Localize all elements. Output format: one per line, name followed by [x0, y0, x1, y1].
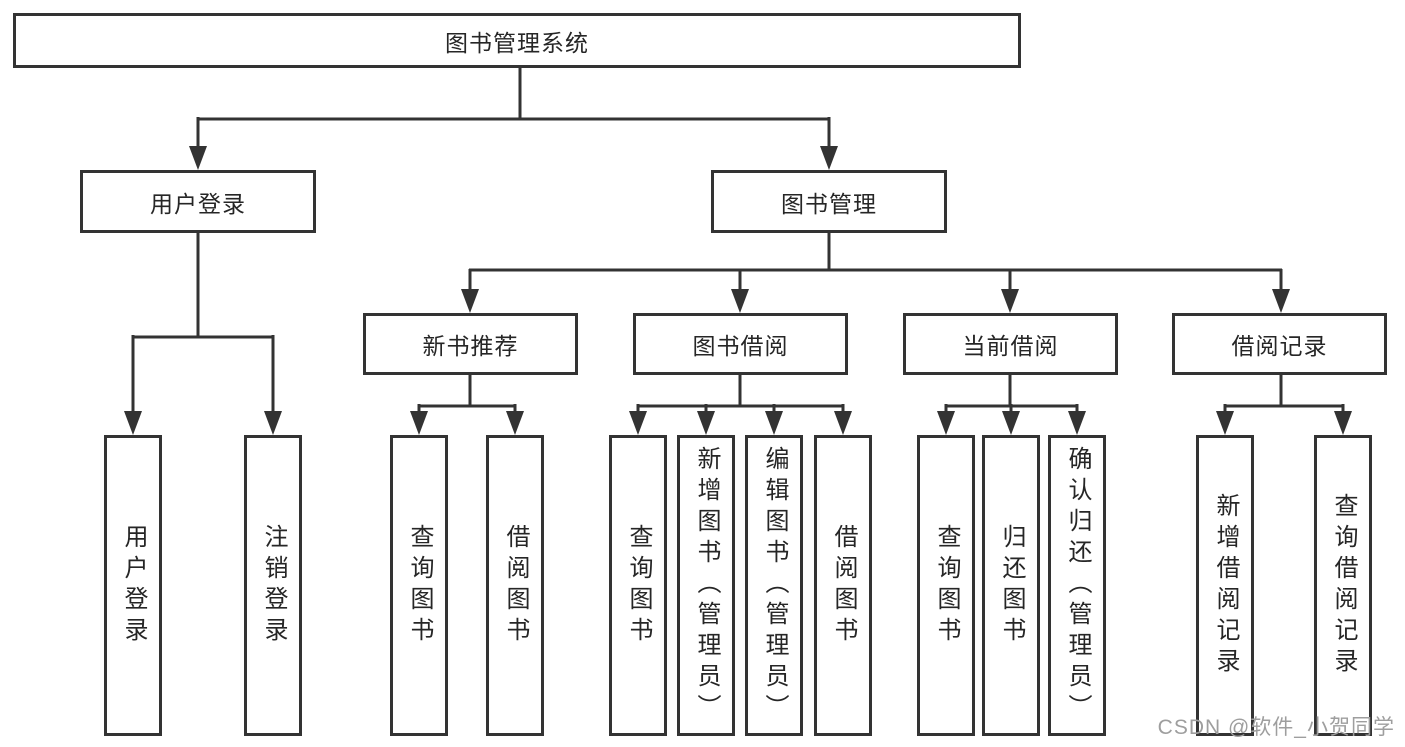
node-borrow-records: 借阅记录	[1172, 313, 1387, 375]
leaf-rec-borrow-book-label: 借阅图书	[502, 523, 529, 648]
leaf-rec-query-book-label: 查询图书	[406, 523, 433, 648]
node-user-login: 用户登录	[80, 170, 316, 233]
leaf-cb-confirm-return: 确认归还（管理员）	[1048, 435, 1106, 736]
node-user-login-label: 用户登录	[150, 190, 246, 217]
leaf-logout: 注销登录	[244, 435, 302, 736]
node-current-borrow-label: 当前借阅	[962, 333, 1059, 359]
leaf-bb-edit-book-label: 编辑图书（管理员）	[761, 446, 788, 725]
node-book-borrow: 图书借阅	[633, 313, 848, 375]
node-book-management-label: 图书管理	[781, 190, 877, 217]
leaf-cb-confirm-return-label: 确认归还（管理员）	[1064, 446, 1091, 725]
leaf-cb-return-book-label: 归还图书	[998, 523, 1025, 648]
node-book-borrow-label: 图书借阅	[692, 333, 789, 359]
leaf-cb-query-book-label: 查询图书	[933, 523, 960, 648]
node-book-management: 图书管理	[711, 170, 947, 233]
leaf-br-add-record-label: 新增借阅记录	[1212, 492, 1239, 679]
leaf-rec-borrow-book: 借阅图书	[486, 435, 544, 736]
leaf-bb-query-book: 查询图书	[609, 435, 667, 736]
leaf-user-login: 用户登录	[104, 435, 162, 736]
node-new-book-recommend: 新书推荐	[363, 313, 578, 375]
leaf-bb-query-book-label: 查询图书	[625, 523, 652, 648]
connector-arrowheads	[124, 146, 1352, 435]
leaf-br-query-record-label: 查询借阅记录	[1330, 492, 1357, 679]
node-root-label: 图书管理系统	[445, 29, 589, 56]
leaf-bb-borrow-book-label: 借阅图书	[830, 523, 857, 648]
leaf-bb-add-book-label: 新增图书（管理员）	[693, 446, 720, 725]
node-new-book-recommend-label: 新书推荐	[422, 333, 519, 359]
leaf-user-login-label: 用户登录	[120, 523, 147, 648]
node-borrow-records-label: 借阅记录	[1231, 333, 1328, 359]
leaf-bb-edit-book: 编辑图书（管理员）	[745, 435, 803, 736]
leaf-logout-label: 注销登录	[260, 523, 287, 648]
leaf-rec-query-book: 查询图书	[390, 435, 448, 736]
leaf-cb-return-book: 归还图书	[982, 435, 1040, 736]
leaf-bb-add-book: 新增图书（管理员）	[677, 435, 735, 736]
leaf-bb-borrow-book: 借阅图书	[814, 435, 872, 736]
node-current-borrow: 当前借阅	[903, 313, 1118, 375]
csdn-watermark: CSDN @软件_小贺同学	[1157, 716, 1395, 739]
leaf-cb-query-book: 查询图书	[917, 435, 975, 736]
leaf-br-add-record: 新增借阅记录	[1196, 435, 1254, 736]
node-root: 图书管理系统	[13, 13, 1021, 68]
leaf-br-query-record: 查询借阅记录	[1314, 435, 1372, 736]
